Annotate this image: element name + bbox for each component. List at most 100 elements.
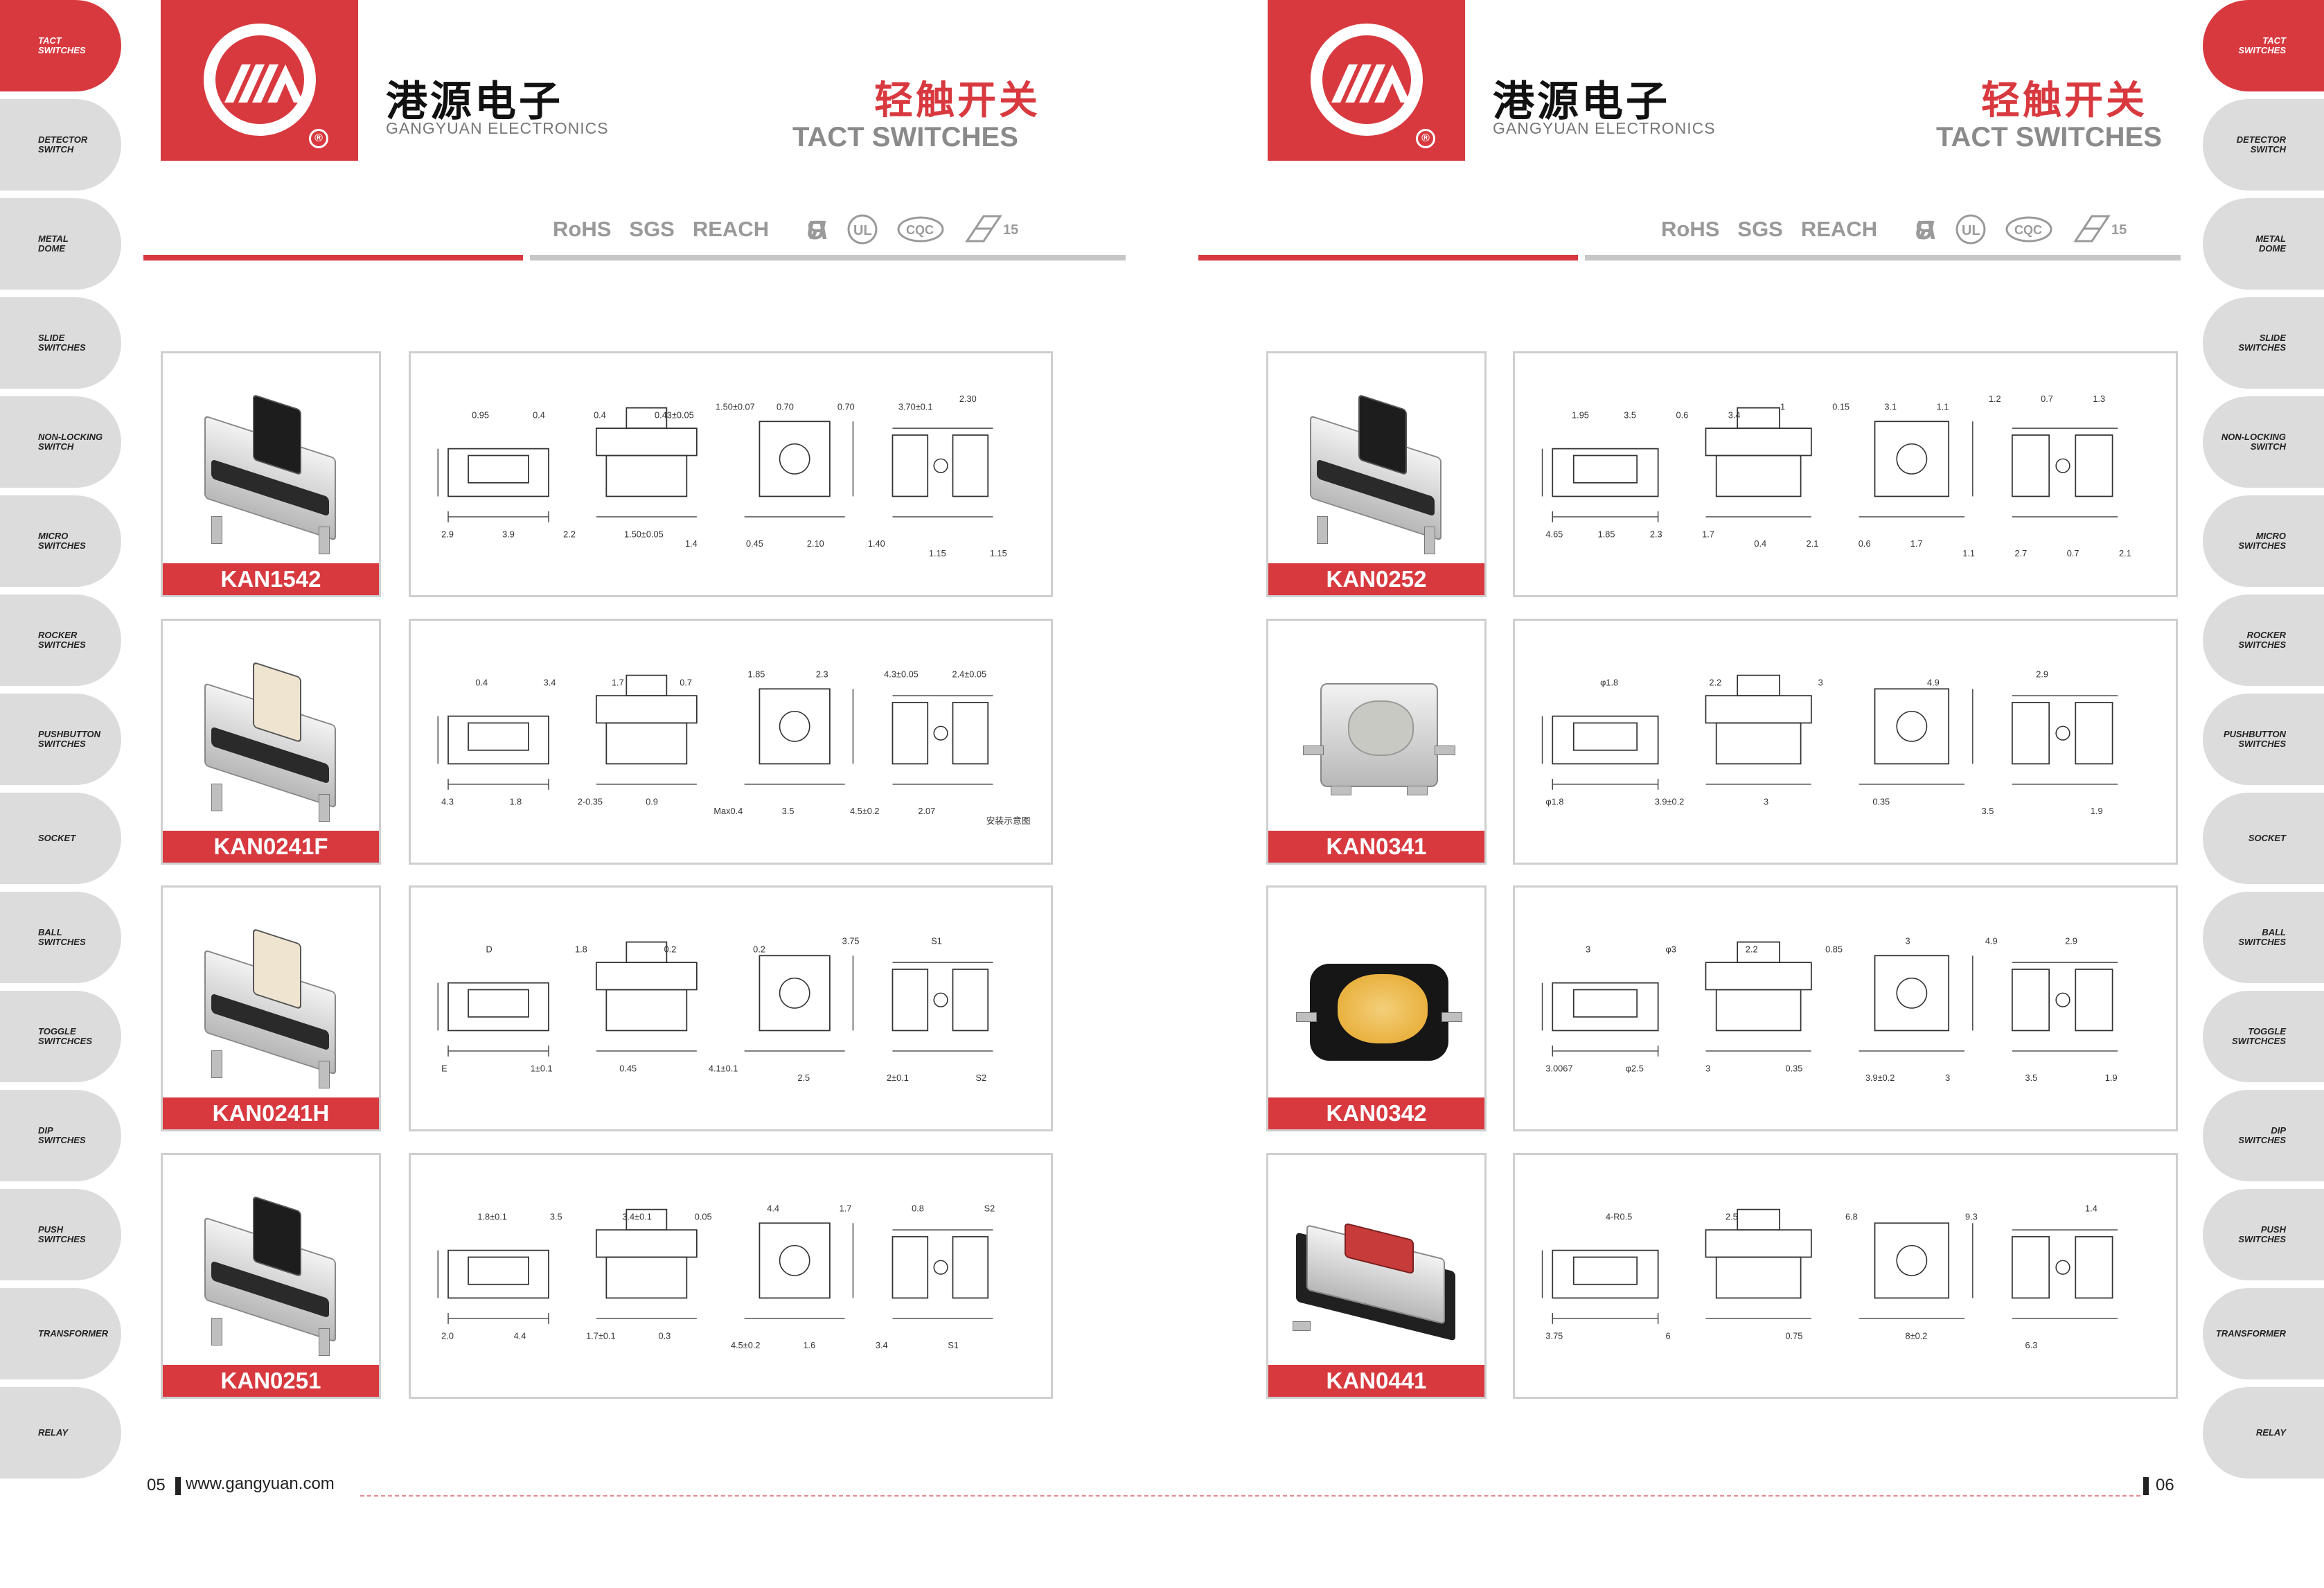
tab-right-11[interactable]: DIP SWITCHES [2203, 1090, 2324, 1181]
dimension-label: 9.3 [1965, 1211, 1978, 1221]
dimension-label: 6 [1665, 1330, 1670, 1341]
dimension-label: 3 [1906, 936, 1910, 946]
tab-left-14[interactable]: RELAY [0, 1387, 121, 1479]
product-model-label: KAN0252 [1268, 563, 1484, 595]
dimension-label: 0.8 [912, 1203, 924, 1214]
dimension-label: 2.5 [797, 1073, 810, 1083]
tab-left-12[interactable]: PUSH SWITCHES [0, 1189, 121, 1280]
product-model-label: KAN1542 [163, 563, 379, 595]
dimension-label: 4.65 [1545, 529, 1563, 539]
tab-right-3[interactable]: SLIDE SWITCHES [2203, 297, 2324, 389]
dimension-label: 1.2 [1989, 394, 2001, 404]
tab-right-6[interactable]: ROCKER SWITCHES [2203, 594, 2324, 686]
switch-photo [1268, 353, 1484, 565]
dimension-label: 1.8 [575, 944, 587, 954]
logo-mark-icon [224, 64, 303, 103]
dimension-label: 3 [1764, 796, 1768, 806]
dimension-label: 1 [1780, 402, 1785, 412]
tab-label: RELAY [2255, 1427, 2286, 1438]
tab-left-8[interactable]: SOCKET [0, 793, 121, 884]
tab-right-4[interactable]: NON-LOCKING SWITCH [2203, 396, 2324, 488]
product-model-label: KAN0341 [1268, 831, 1484, 863]
dimension-label: 2.10 [807, 538, 824, 549]
tab-label: SOCKET [2248, 833, 2286, 843]
tab-label: SLIDE SWITCHES [38, 333, 86, 353]
section-title-en: TACT SWITCHES [792, 122, 1018, 152]
tab-left-6[interactable]: ROCKER SWITCHES [0, 594, 121, 686]
product-photo-card[interactable]: KAN0341 [1266, 619, 1487, 865]
svg-text:R: R [808, 216, 827, 245]
tab-right-1[interactable]: DETECTOR SWITCH [2203, 99, 2324, 191]
tab-left-0[interactable]: TACT SWITCHES [0, 0, 121, 91]
rohs-label: RoHS [553, 217, 612, 241]
dimension-label: 0.4 [475, 677, 488, 687]
ul-mark-icon: UL [1955, 214, 1986, 245]
tab-left-10[interactable]: TOGGLE SWITCHCES [0, 991, 121, 1082]
product-photo-card[interactable]: KAN0241F [161, 619, 381, 865]
tab-left-7[interactable]: PUSHBUTTON SWITCHES [0, 694, 121, 785]
tab-right-12[interactable]: PUSH SWITCHES [2203, 1189, 2324, 1280]
sgs-label: SGS [1737, 217, 1783, 241]
dimension-label: 0.05 [695, 1211, 712, 1221]
header-rule-grey [1585, 255, 2181, 261]
dimension-label: 2.9 [2036, 669, 2048, 680]
product-model-label: KAN0441 [1268, 1365, 1484, 1397]
tab-left-3[interactable]: SLIDE SWITCHES [0, 297, 121, 389]
dimension-label: 2.7 [2014, 548, 2027, 558]
product-photo-card[interactable]: KAN0342 [1266, 885, 1487, 1131]
product-photo-card[interactable]: KAN0251 [161, 1153, 381, 1399]
website-link[interactable]: www.gangyuan.com [186, 1474, 335, 1493]
rohs-label: RoHS [1661, 217, 1720, 241]
product-photo-card[interactable]: KAN0252 [1266, 351, 1487, 597]
dimension-label: 1±0.1 [531, 1063, 553, 1073]
brand-logo: ® [161, 0, 358, 161]
tab-right-13[interactable]: TRANSFORMER [2203, 1288, 2324, 1379]
tab-right-2[interactable]: METAL DOME [2203, 198, 2324, 290]
tab-right-7[interactable]: PUSHBUTTON SWITCHES [2203, 694, 2324, 785]
dimension-label: 3.9±0.2 [1655, 796, 1685, 806]
dimension-label: 安装示意图 [986, 815, 1031, 826]
product-photo-card[interactable]: KAN0441 [1266, 1153, 1487, 1399]
dimension-label: 3.5 [782, 806, 795, 816]
tab-left-9[interactable]: BALL SWITCHES [0, 892, 121, 983]
product-photo-card[interactable]: KAN1542 [161, 351, 381, 597]
dimension-label: 0.15 [1832, 402, 1850, 412]
header-rule-red [143, 255, 523, 261]
dimension-label: φ1.8 [1545, 796, 1563, 806]
dimension-label: 4.1±0.1 [709, 1063, 738, 1073]
tab-label: PUSHBUTTON SWITCHES [38, 729, 101, 749]
tab-left-5[interactable]: MICRO SWITCHES [0, 495, 121, 587]
dimension-label: 2.9 [2065, 936, 2077, 946]
tab-right-10[interactable]: TOGGLE SWITCHCES [2203, 991, 2324, 1082]
dimension-label: 4.4 [767, 1203, 779, 1214]
dimension-label: 4.5±0.2 [731, 1340, 761, 1350]
cqc-mark-icon: CQC [897, 216, 944, 242]
tab-left-11[interactable]: DIP SWITCHES [0, 1090, 121, 1181]
dimension-drawing: 4.30.41.83.42-0.351.70.90.7Max0.41.853.5… [437, 669, 1031, 826]
dimension-label: 0.2 [753, 944, 765, 954]
svg-text:UL: UL [853, 223, 872, 238]
tab-right-14[interactable]: RELAY [2203, 1387, 2324, 1479]
dimension-label: 3.4±0.1 [622, 1211, 652, 1221]
header-rule-grey [530, 255, 1126, 261]
dimension-label: 2.9 [441, 529, 454, 539]
product-photo-card[interactable]: KAN0241H [161, 885, 381, 1131]
tab-left-4[interactable]: NON-LOCKING SWITCH [0, 396, 121, 488]
dimension-label: 0.4 [533, 409, 545, 420]
tab-left-2[interactable]: METAL DOME [0, 198, 121, 290]
dimension-label: 1.9 [2091, 806, 2103, 816]
tab-right-5[interactable]: MICRO SWITCHES [2203, 495, 2324, 587]
tab-right-9[interactable]: BALL SWITCHES [2203, 892, 2324, 983]
tab-left-13[interactable]: TRANSFORMER [0, 1288, 121, 1379]
dimension-label: 3.5 [1624, 409, 1636, 420]
dimension-label: 1.7 [612, 677, 624, 687]
registered-mark: ® [309, 129, 328, 148]
dimension-label: 0.75 [1785, 1330, 1802, 1341]
tab-right-8[interactable]: SOCKET [2203, 793, 2324, 884]
dimension-label: 3 [1586, 944, 1590, 954]
tab-left-1[interactable]: DETECTOR SWITCH [0, 99, 121, 191]
tab-label: RELAY [38, 1427, 69, 1438]
tab-right-0[interactable]: TACT SWITCHES [2203, 0, 2324, 91]
